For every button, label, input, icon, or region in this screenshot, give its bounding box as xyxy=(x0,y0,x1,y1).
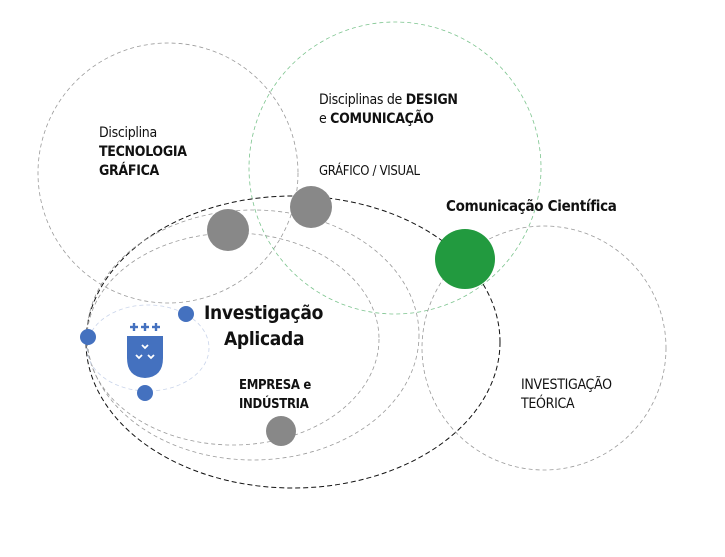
teorica-line2: TEÓRICA xyxy=(521,396,575,412)
tecnologia-line1: Disciplina xyxy=(99,125,157,141)
tecnologia-line3: GRÁFICA xyxy=(99,163,159,179)
empresa-label: EMPRESA e INDÚSTRIA xyxy=(239,376,311,414)
aplicada-line1: Investigação xyxy=(204,302,324,324)
tecnologia-label: Disciplina TECNOLOGIA GRÁFICA xyxy=(99,124,187,181)
design-circle xyxy=(248,21,542,315)
node-empresa xyxy=(266,416,296,446)
grafico-label: GRÁFICO / VISUAL xyxy=(319,164,420,179)
node-comunicacao xyxy=(435,229,495,289)
design-bold1: DESIGN xyxy=(405,92,458,108)
aplicada-label: Investigação Aplicada xyxy=(204,300,323,352)
logo-orbit xyxy=(86,304,210,392)
blue-dot xyxy=(178,306,194,322)
teorica-line1: INVESTIGAÇÃO xyxy=(521,377,612,393)
aplicada-line2: Aplicada xyxy=(224,328,305,350)
design-pre2: e xyxy=(319,111,331,127)
node-tecnologia xyxy=(207,209,249,251)
teorica-label: INVESTIGAÇÃO TEÓRICA xyxy=(521,376,612,414)
aplicada-outer-ellipse xyxy=(85,195,501,489)
design-pre1: Disciplinas de xyxy=(319,92,406,108)
tecnologia-line2: TECNOLOGIA xyxy=(99,144,187,160)
node-design xyxy=(290,186,332,228)
blue-dot xyxy=(137,385,153,401)
empresa-line2: INDÚSTRIA xyxy=(239,397,309,412)
design-bold2: COMUNICAÇÃO xyxy=(330,111,434,127)
blue-dot xyxy=(80,329,96,345)
teorica-circle xyxy=(421,225,667,471)
comunicacao-label: Comunicação Científica xyxy=(446,197,617,215)
tecnologia-circle xyxy=(37,42,299,304)
university-shield-icon xyxy=(127,323,163,378)
empresa-line1: EMPRESA e xyxy=(239,378,311,393)
aplicada-mid-ellipse xyxy=(86,209,420,461)
design-label: Disciplinas de DESIGN e COMUNICAÇÃO xyxy=(319,91,458,129)
